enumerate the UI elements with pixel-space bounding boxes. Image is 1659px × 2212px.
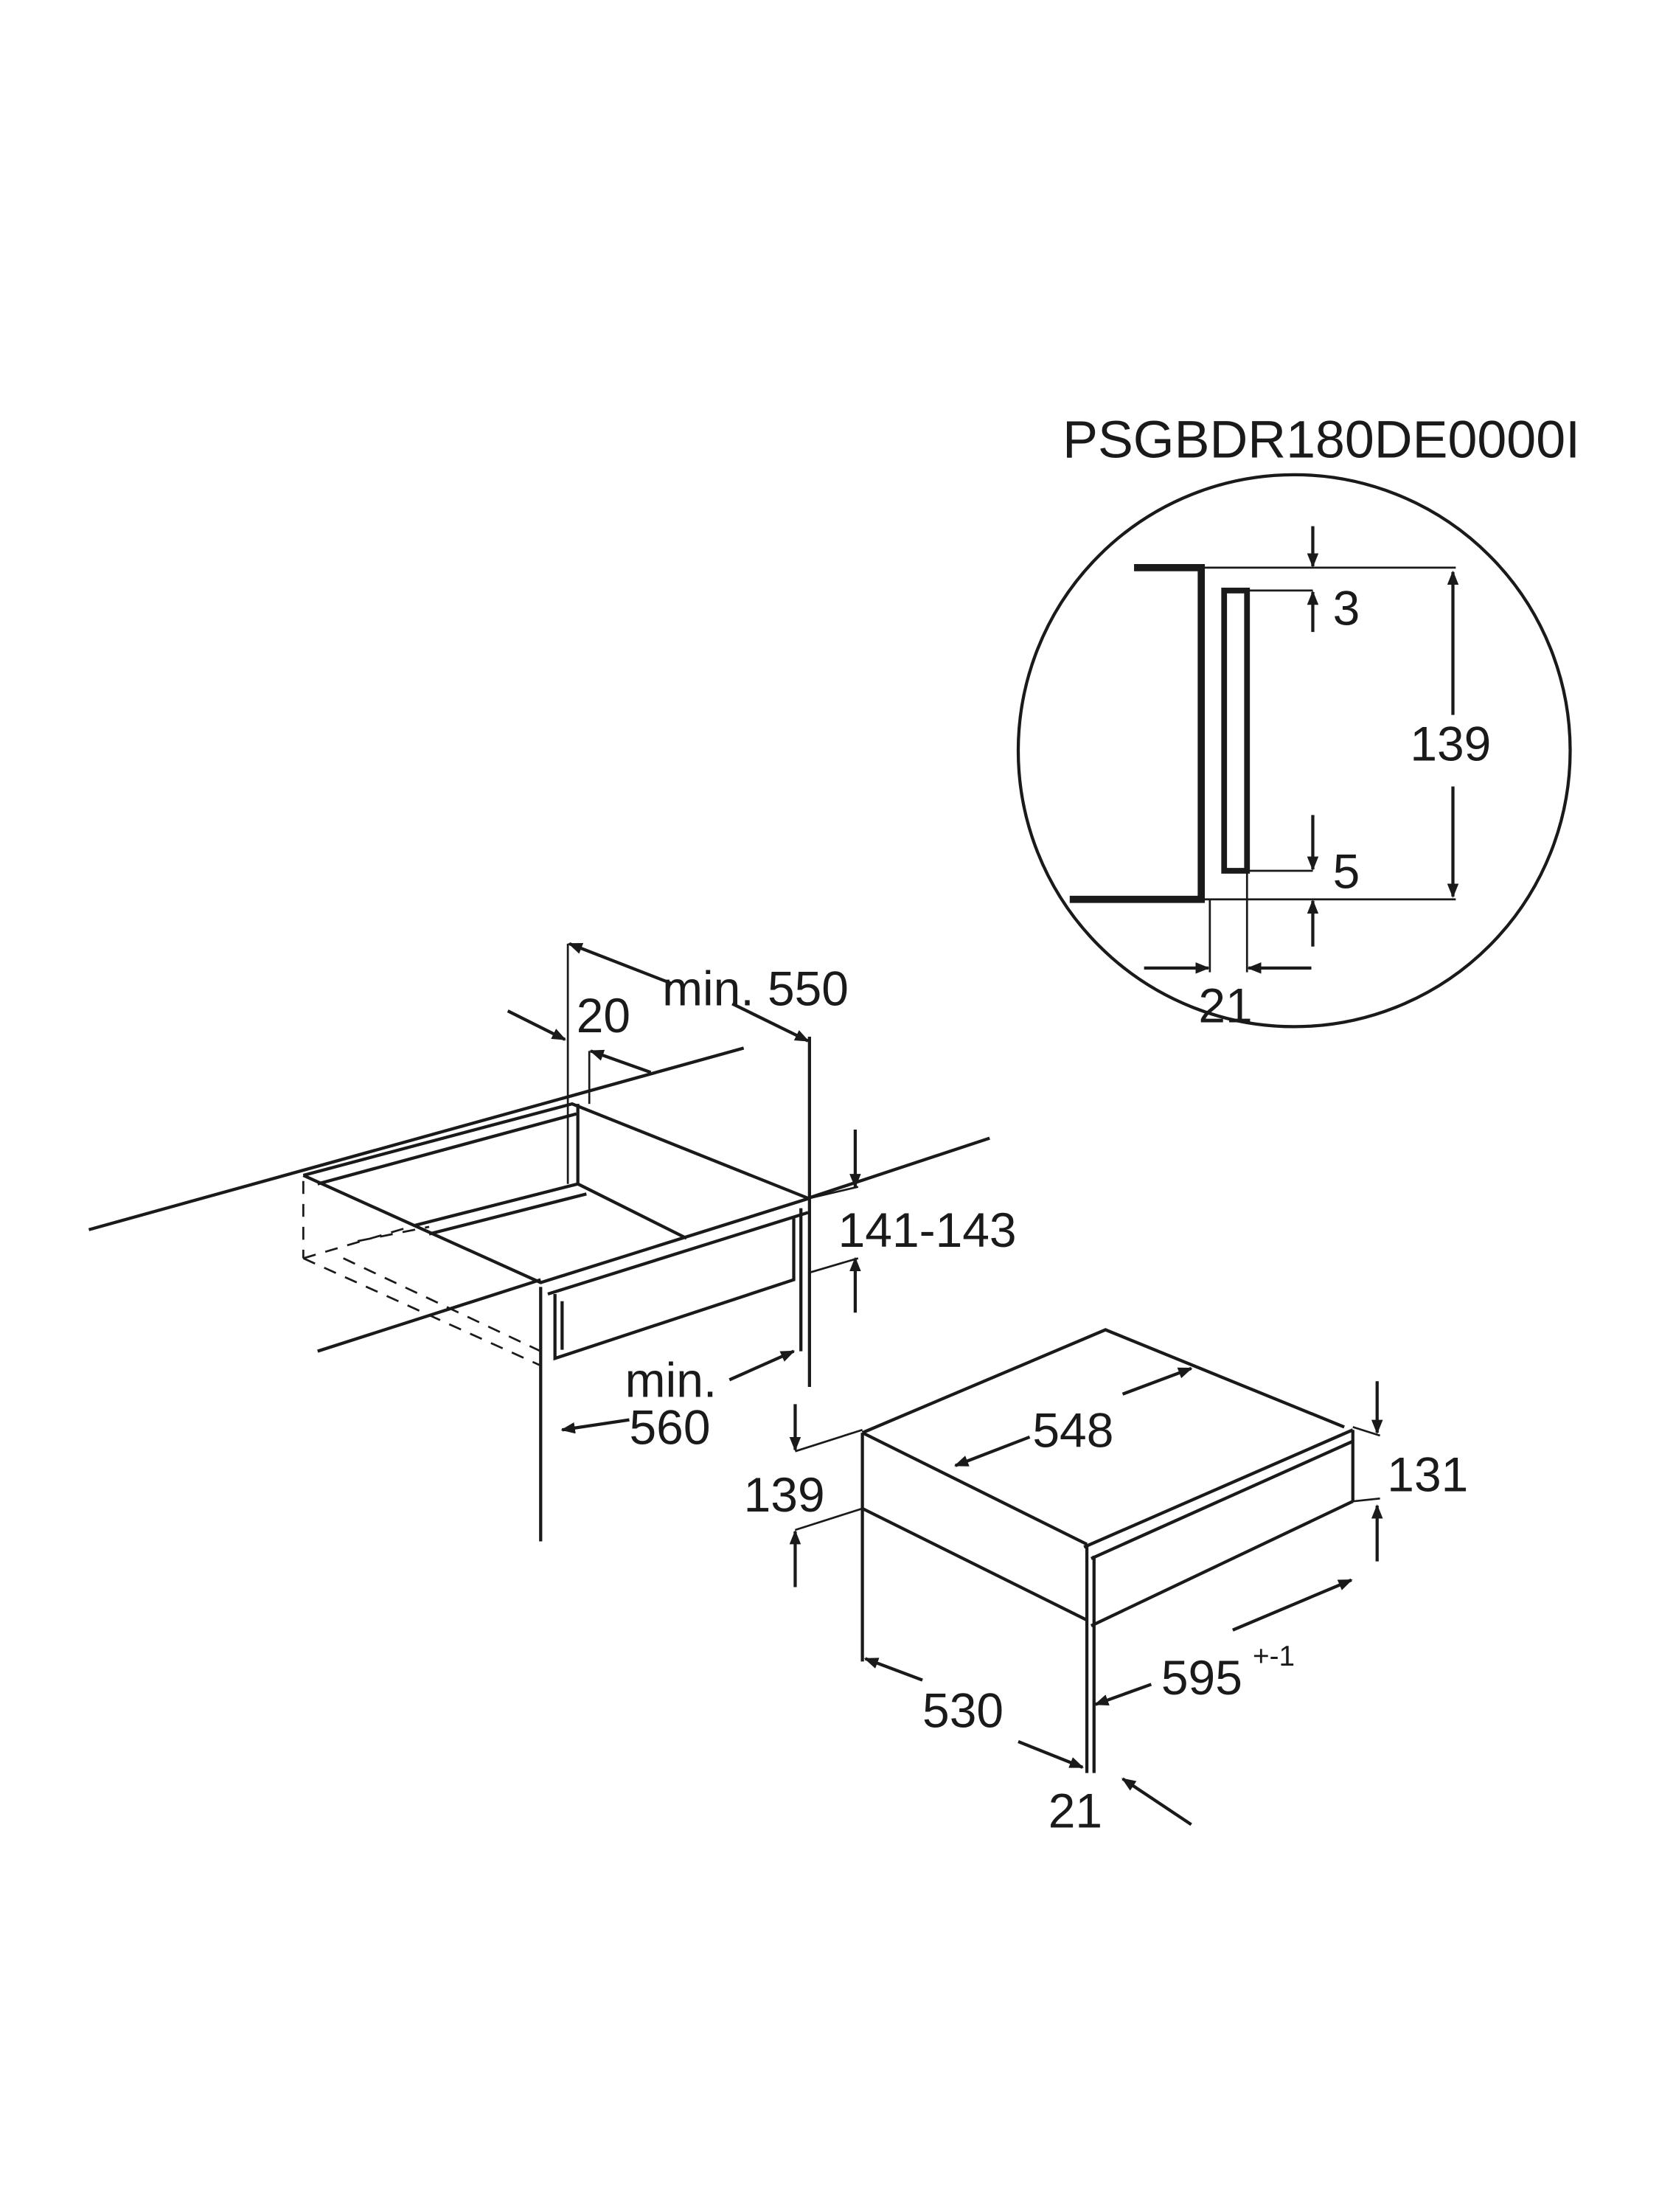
front-131-label: 131 xyxy=(1387,1447,1468,1502)
gap-top-label: 3 xyxy=(1333,580,1360,635)
depth-548-label: 548 xyxy=(1032,1403,1113,1458)
width-560-label: 560 xyxy=(630,1400,711,1455)
width-tolerance-label: +-1 xyxy=(1253,1641,1295,1672)
height-label: 139 xyxy=(1410,717,1491,771)
niche-view: min. 550 20 141-143 min. 560 xyxy=(88,942,1017,1542)
offset-20-label: 20 xyxy=(577,988,630,1043)
depth-label: 21 xyxy=(1198,978,1252,1033)
min-label: min. xyxy=(625,1353,717,1408)
depth-530-label: 530 xyxy=(922,1683,1004,1738)
gap-bottom-label: 5 xyxy=(1333,844,1360,898)
front-21-label: 21 xyxy=(1048,1783,1102,1837)
min-550-label: min. 550 xyxy=(662,961,849,1015)
model-code: PSGBDR180DE0000I xyxy=(1062,411,1580,470)
appliance-view: 548 139 131 595 +-1 530 21 xyxy=(744,1328,1468,1837)
height-range-label: 141-143 xyxy=(838,1203,1017,1257)
width-595-label: 595 xyxy=(1161,1650,1242,1705)
height-139-label: 139 xyxy=(744,1467,825,1522)
detail-view: 3 139 5 21 xyxy=(1016,473,1572,1033)
